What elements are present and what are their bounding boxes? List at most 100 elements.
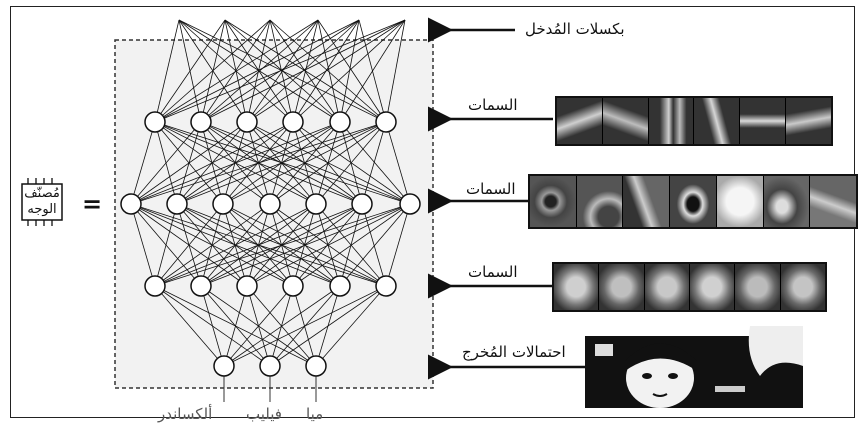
neuron: [190, 111, 212, 133]
output-probabilities-label: احتمالات المُخرج: [462, 343, 566, 361]
connection: [154, 203, 411, 287]
connection: [130, 203, 156, 287]
connection: [130, 121, 387, 205]
neuron: [282, 275, 304, 297]
feature-tile: [602, 98, 649, 144]
connection: [269, 19, 341, 123]
neuron: [212, 193, 234, 215]
connection: [361, 203, 387, 287]
feature-tile: [786, 98, 831, 144]
connection: [385, 19, 406, 123]
neuron: [144, 111, 166, 133]
connection: [200, 19, 271, 123]
neuron: [144, 275, 166, 297]
face-tile: [780, 264, 825, 310]
connection: [154, 19, 360, 123]
output-label-mia: ميا: [306, 405, 324, 423]
face-tile: [554, 264, 600, 310]
connection: [222, 121, 387, 205]
features-label-2: السمات: [466, 180, 516, 198]
connection: [269, 19, 294, 123]
connection: [292, 203, 363, 287]
feature-tile: [576, 176, 624, 227]
face-tile: [735, 264, 781, 310]
connection: [130, 121, 248, 205]
neuron: [375, 275, 397, 297]
neuron: [399, 193, 421, 215]
face-tile: [689, 264, 736, 310]
neuron: [305, 193, 327, 215]
connection: [223, 285, 387, 367]
connection: [200, 285, 225, 367]
classifier-label: مُصنّف الوجه: [24, 186, 60, 217]
connection: [246, 203, 411, 287]
neuron: [351, 193, 373, 215]
neuron: [329, 111, 351, 133]
connection: [154, 19, 319, 123]
feature-tile: [530, 176, 577, 227]
connection: [154, 19, 180, 123]
part-features-strip: [528, 174, 858, 229]
feature-tile: [740, 98, 787, 144]
neuron: [305, 355, 327, 377]
feature-tile: [763, 176, 811, 227]
connection: [246, 19, 406, 123]
connection: [130, 121, 202, 205]
output-photo: [585, 326, 803, 408]
connection: [269, 285, 387, 367]
connection: [154, 203, 271, 287]
connection: [130, 121, 341, 205]
connection: [154, 203, 363, 287]
face-tile: [644, 264, 690, 310]
neuron: [236, 275, 258, 297]
connection: [154, 203, 224, 287]
feature-tile: [810, 176, 857, 227]
neuron: [190, 275, 212, 297]
connection: [200, 19, 319, 123]
connection: [154, 19, 406, 123]
connection: [292, 19, 319, 123]
connection: [317, 19, 387, 123]
connection: [200, 203, 411, 287]
feature-tile: [694, 98, 741, 144]
face-features-strip: [552, 262, 827, 312]
connection: [385, 203, 411, 287]
connection: [154, 285, 225, 367]
feature-tile: [623, 176, 671, 227]
connection: [317, 19, 341, 123]
connection: [315, 121, 387, 205]
neuron: [259, 193, 281, 215]
connection: [130, 121, 156, 205]
feature-tile: [648, 98, 695, 144]
connection: [292, 203, 411, 287]
connection: [246, 19, 271, 123]
neuron: [329, 275, 351, 297]
connection: [269, 19, 387, 123]
classifier-chip-icon: [21, 178, 63, 226]
neuron: [236, 111, 258, 133]
input-pixels-label: بكسلات المُدخل: [525, 20, 625, 38]
connection: [176, 121, 387, 205]
output-label-alexander: ألكساندر: [158, 405, 213, 423]
connection: [246, 19, 319, 123]
connection: [130, 121, 294, 205]
edge-features-strip: [555, 96, 833, 146]
neuron: [282, 111, 304, 133]
output-label-philip: فيليب: [246, 405, 282, 423]
connections: [130, 19, 411, 367]
neuron: [375, 111, 397, 133]
connection: [339, 203, 411, 287]
feature-tile: [670, 176, 717, 227]
connection: [223, 285, 341, 367]
connection: [154, 19, 226, 123]
neuron: [213, 355, 235, 377]
connection: [269, 121, 387, 205]
neuron: [120, 193, 142, 215]
connection: [154, 19, 271, 123]
features-label-1: السمات: [468, 96, 518, 114]
equals-sign: =: [82, 190, 103, 218]
connection: [361, 121, 387, 205]
